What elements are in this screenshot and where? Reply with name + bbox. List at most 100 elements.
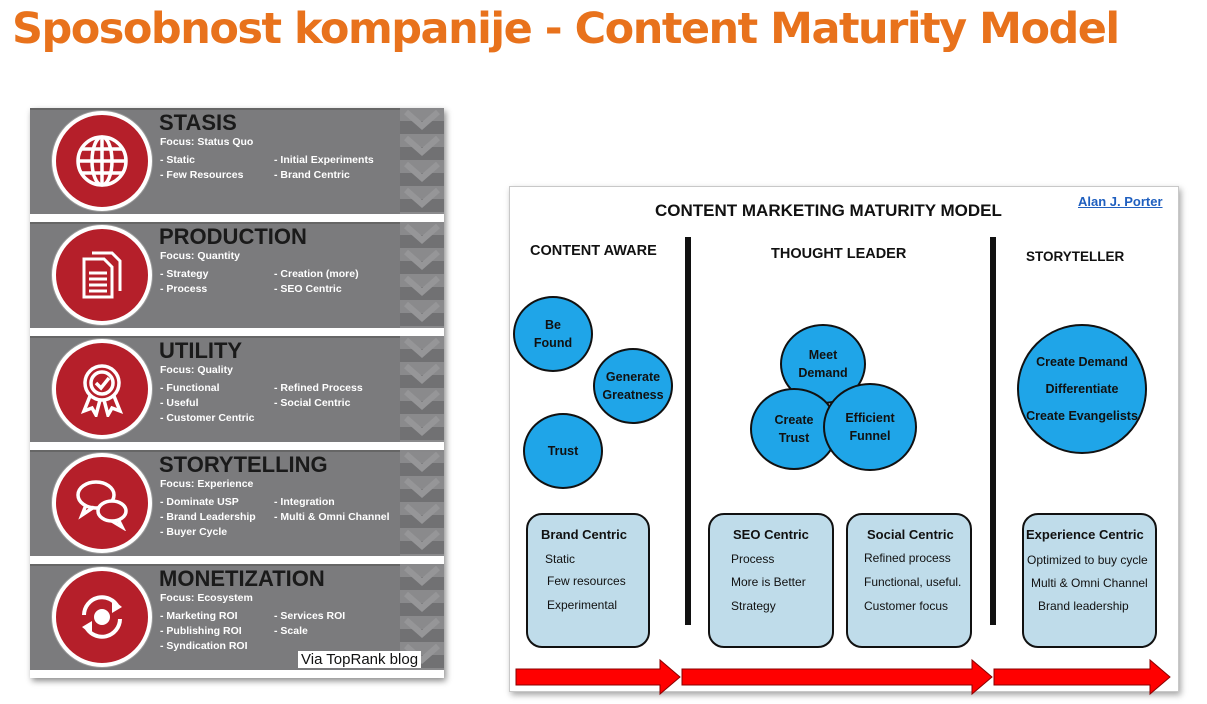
- stage-item: - Marketing ROI: [160, 610, 238, 622]
- source-caption: Via TopRank blog: [298, 651, 422, 668]
- model-title: CONTENT MARKETING MATURITY MODEL: [655, 201, 1002, 220]
- stage-item: - Functional: [160, 382, 220, 394]
- box-item: More is Better: [731, 575, 806, 589]
- stage-items-col1: - Dominate USP - Brand Leadership - Buye…: [160, 495, 256, 540]
- stage-focus: Focus: Quality: [160, 364, 233, 376]
- chevron-strip: [400, 222, 444, 328]
- author-link[interactable]: Alan J. Porter: [1078, 194, 1163, 209]
- stage-item: - Integration: [274, 496, 335, 508]
- bubble-label: Create Evangelists: [1026, 408, 1138, 423]
- stage-item: - Useful: [160, 397, 199, 409]
- stage-item: - Services ROI: [274, 610, 346, 622]
- column-divider: [685, 237, 691, 625]
- stage-items-col2: - Services ROI - Scale: [274, 609, 345, 639]
- maturity-model-panel: CONTENT MARKETING MATURITY MODEL Alan J.…: [509, 186, 1179, 696]
- bubble-storyteller-goals: Create Demand Differentiate Create Evang…: [1017, 324, 1147, 454]
- arrow-content-aware: [515, 658, 681, 696]
- column-divider: [990, 237, 996, 625]
- progression-arrows: [515, 658, 1171, 696]
- stage-name: STORYTELLING: [159, 452, 328, 477]
- stage-items-col2: - Integration - Multi & Omni Channel: [274, 495, 390, 525]
- bubble-be-found: Be Found: [513, 296, 593, 372]
- box-item: Functional, useful.: [864, 575, 962, 589]
- bubble-label: Meet Demand: [798, 348, 848, 380]
- cycle-arrows-icon: [52, 567, 152, 667]
- stage-item: - Multi & Omni Channel: [274, 511, 390, 523]
- stage-items-col2: - Creation (more) - SEO Centric: [274, 267, 359, 297]
- chevron-strip: [400, 450, 444, 556]
- box-title: Social Centric: [867, 527, 954, 542]
- stage-production: PRODUCTION Focus: Quantity - Strategy - …: [30, 222, 444, 328]
- stage-focus: Focus: Experience: [160, 478, 254, 490]
- stage-item: - Social Centric: [274, 397, 351, 409]
- stage-monetization: MONETIZATION Focus: Ecosystem - Marketin…: [30, 564, 444, 670]
- page-title: Sposobnost kompanije - Content Maturity …: [12, 4, 1120, 54]
- box-item: Refined process: [864, 551, 951, 565]
- box-item: Static: [545, 552, 576, 566]
- stage-item: - Syndication ROI: [160, 640, 248, 652]
- box-item: Brand leadership: [1038, 599, 1129, 613]
- toprank-stages-panel: STASIS Focus: Status Quo - Static - Few …: [30, 108, 444, 678]
- bubble-label: Differentiate: [1045, 381, 1119, 396]
- chevron-strip: [400, 108, 444, 214]
- bubble-label: Generate Greatness: [602, 370, 664, 402]
- stage-focus: Focus: Quantity: [160, 250, 240, 262]
- stage-utility: UTILITY Focus: Quality - Functional - Us…: [30, 336, 444, 442]
- stage-items-col1: - Strategy - Process: [160, 267, 208, 297]
- stage-item: - Brand Leadership: [160, 511, 256, 523]
- box-item: Optimized to buy cycle: [1027, 553, 1148, 567]
- stage-focus: Focus: Ecosystem: [160, 592, 253, 604]
- stage-item: - Customer Centric: [160, 412, 255, 424]
- column-heading-content-aware: CONTENT AWARE: [530, 243, 657, 259]
- stage-item: - Dominate USP: [160, 496, 239, 508]
- stage-item: - Static: [160, 154, 196, 166]
- stage-name: STASIS: [159, 110, 237, 135]
- box-brand-centric: Brand Centric Static Few resources Exper…: [526, 513, 650, 648]
- stage-name: UTILITY: [159, 338, 243, 363]
- stage-storytelling: STORYTELLING Focus: Experience - Dominat…: [30, 450, 444, 556]
- box-item: Few resources: [547, 574, 626, 588]
- stage-item: - Few Resources: [160, 169, 244, 181]
- stage-item: - Brand Centric: [274, 169, 350, 181]
- bubble-label: Create Trust: [774, 413, 814, 445]
- bubble-label: Efficient Funnel: [845, 411, 895, 443]
- stage-stasis: STASIS Focus: Status Quo - Static - Few …: [30, 108, 444, 214]
- bubble-label: Trust: [547, 444, 579, 458]
- stage-item: - Refined Process: [274, 382, 363, 394]
- arrow-storyteller: [993, 658, 1171, 696]
- bubble-generate-greatness: Generate Greatness: [593, 348, 673, 424]
- stage-item: - Scale: [274, 625, 308, 637]
- box-title: Brand Centric: [541, 527, 627, 542]
- box-item: Process: [731, 552, 775, 566]
- award-badge-icon: [52, 339, 152, 439]
- box-item: Customer focus: [864, 599, 949, 613]
- box-item: Experimental: [547, 598, 618, 612]
- stage-items-col2: - Refined Process - Social Centric: [274, 381, 363, 411]
- documents-icon: [52, 225, 152, 325]
- chevron-strip: [400, 336, 444, 442]
- stage-item: - Creation (more): [274, 268, 359, 280]
- box-seo-centric: SEO Centric Process More is Better Strat…: [708, 513, 834, 648]
- stage-items-col1: - Functional - Useful - Customer Centric: [160, 381, 255, 426]
- bubble-trust: Trust: [523, 413, 603, 489]
- bubble-efficient-funnel: Efficient Funnel: [823, 383, 917, 471]
- box-item: Strategy: [731, 599, 776, 613]
- stage-name: MONETIZATION: [159, 566, 325, 591]
- arrow-thought-leader: [681, 658, 993, 696]
- bubble-label: Be Found: [533, 318, 573, 350]
- globe-icon: [52, 111, 152, 211]
- column-heading-storyteller: STORYTELLER: [1026, 249, 1125, 264]
- box-experience-centric: Experience Centric Optimized to buy cycl…: [1022, 513, 1157, 648]
- stage-items-col1: - Static - Few Resources: [160, 153, 243, 183]
- stage-focus: Focus: Status Quo: [160, 136, 254, 148]
- box-item: Multi & Omni Channel: [1031, 576, 1148, 590]
- column-heading-thought-leader: THOUGHT LEADER: [771, 246, 907, 262]
- box-title: SEO Centric: [733, 527, 809, 542]
- stage-items-col2: - Initial Experiments - Brand Centric: [274, 153, 374, 183]
- stage-item: - Buyer Cycle: [160, 526, 228, 538]
- stage-item: - Publishing ROI: [160, 625, 242, 637]
- box-title: Experience Centric: [1026, 527, 1144, 542]
- box-social-centric: Social Centric Refined process Functiona…: [846, 513, 972, 648]
- stage-item: - Process: [160, 283, 208, 295]
- stage-item: - Strategy: [160, 268, 209, 280]
